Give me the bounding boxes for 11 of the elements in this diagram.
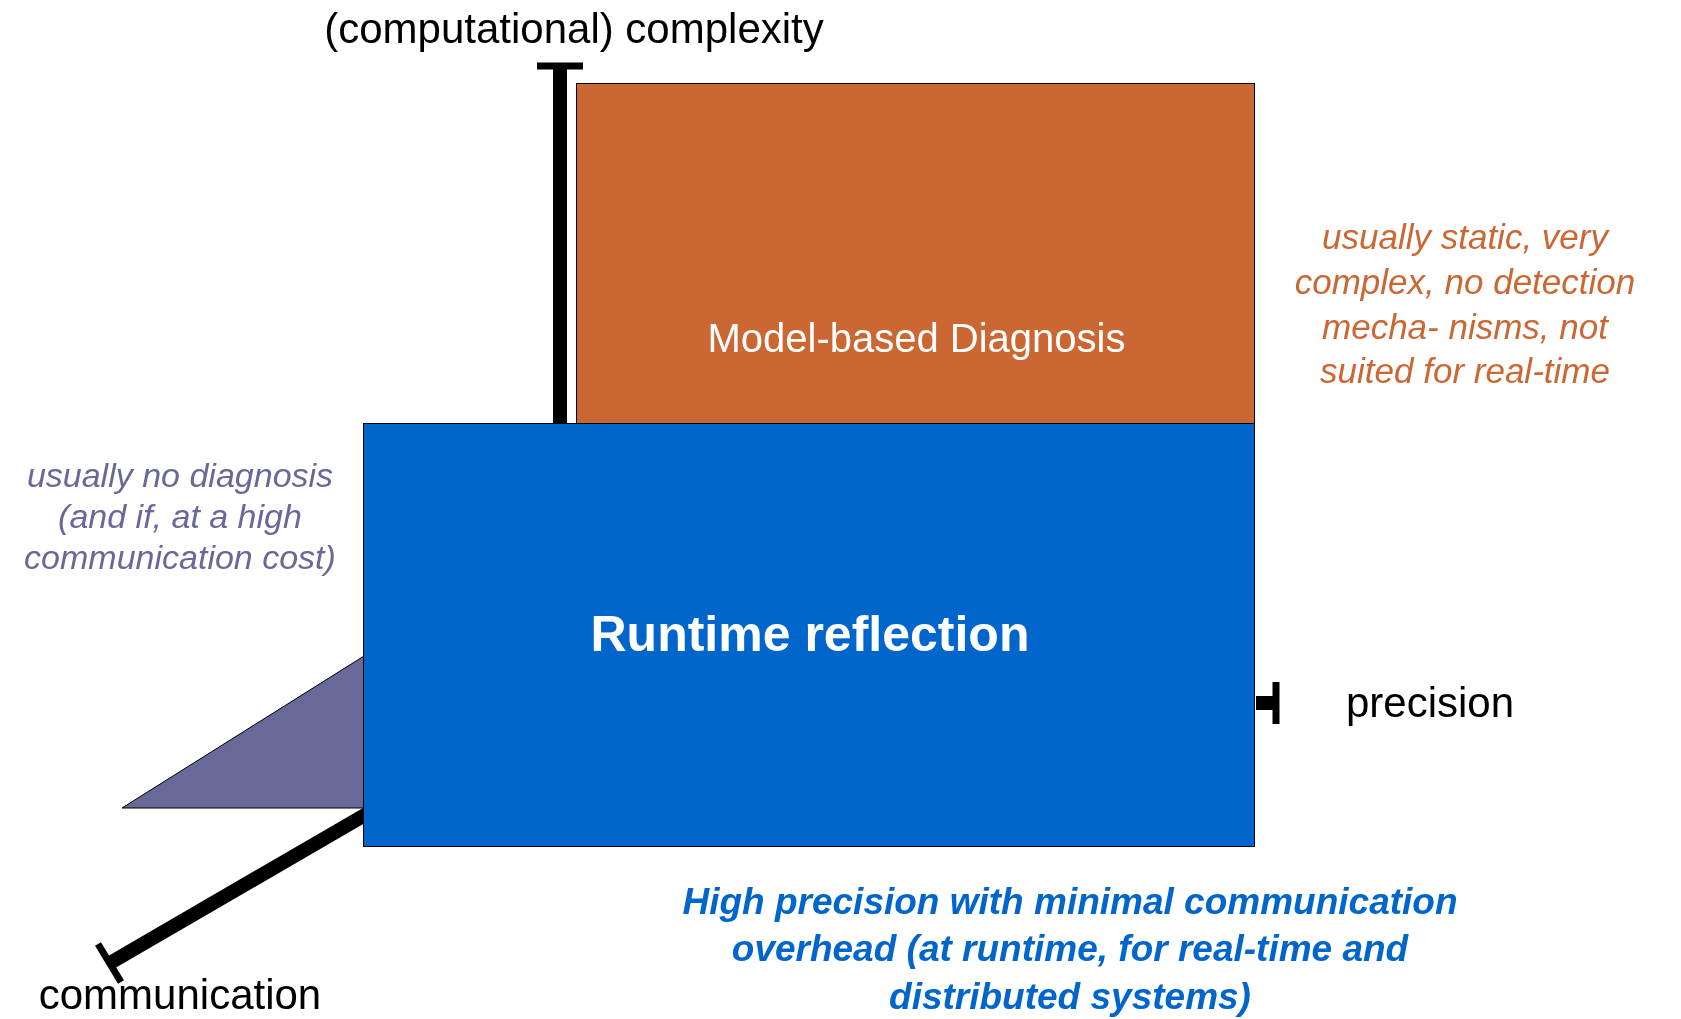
axis-label: precision: [1344, 678, 1516, 728]
node-label: Model-based Diagnosis: [706, 315, 1127, 362]
node-label: Runtime reflection: [589, 605, 1031, 664]
axis-label: communication: [37, 970, 323, 1019]
note: usually static, very complex, no detection mecha- nisms, not suited for real-time: [1293, 216, 1637, 393]
triangle-shape: [122, 656, 365, 809]
note: usually no diagnosis (and if, at a high communication cost): [23, 455, 337, 578]
diagnosis-box: [576, 83, 1255, 424]
note: High precision with minimal communication overhead (at runtime, for real-time and distributed systems): [681, 880, 1459, 1019]
reflection-box: [363, 423, 1255, 847]
axis-label: (computational) complexity: [323, 4, 825, 54]
